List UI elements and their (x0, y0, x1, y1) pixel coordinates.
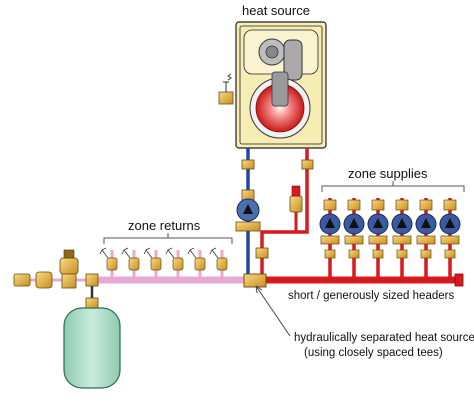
heat-source-label: heat source (242, 3, 310, 18)
zone-returns-bracket (103, 233, 233, 244)
supply-zone-4 (391, 198, 413, 280)
supply-zone-3 (367, 198, 389, 280)
zone-supply-circulators (319, 198, 461, 280)
closely-spaced-tees (243, 273, 267, 288)
return-zone-3 (143, 247, 162, 280)
supply-zone-5 (415, 198, 437, 280)
supply-zone-1 (319, 198, 341, 280)
return-zone-5 (187, 247, 206, 280)
return-zone-6 (209, 247, 228, 280)
headers-note: short / generously sized headers (288, 290, 454, 302)
supply-zone-2 (343, 198, 365, 280)
return-zone-2 (121, 247, 140, 280)
separation-note-line1: hydraulically separated heat source (294, 332, 474, 344)
expansion-tank (63, 297, 121, 389)
zone-supplies-bracket (321, 181, 465, 192)
separation-note-line2: (using closely spaced tees) (304, 347, 443, 359)
separation-leader-line (255, 285, 291, 337)
make-up-water-assembly (13, 249, 99, 289)
return-zone-1 (99, 247, 118, 280)
zone-supplies-label: zone supplies (348, 166, 428, 181)
return-zone-4 (165, 247, 184, 280)
supply-zone-6 (439, 198, 461, 280)
zone-returns-label: zone returns (128, 218, 201, 233)
boiler-circulator (235, 159, 314, 259)
zone-return-valves (99, 247, 228, 280)
heat-source-boiler (218, 21, 327, 149)
